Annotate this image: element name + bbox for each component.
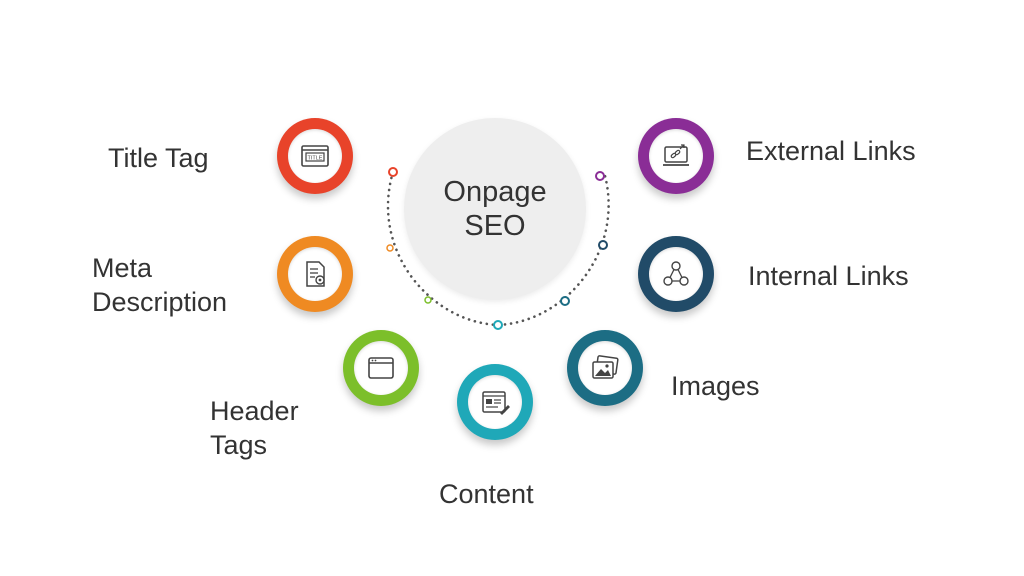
node-meta-description [277, 236, 353, 312]
network-links-icon [663, 261, 689, 286]
label-title-tag: Title Tag [108, 143, 209, 173]
node-external-links [638, 118, 714, 194]
label-images: Images [671, 371, 760, 401]
center-circle: Onpage SEO [404, 118, 586, 300]
node-content [457, 364, 533, 440]
external-link-icon [663, 144, 689, 166]
label-content: Content [439, 479, 534, 509]
image-gallery-icon [592, 355, 619, 379]
label-meta-description: Meta Description [92, 253, 228, 317]
center-title: Onpage SEO [443, 176, 547, 242]
node-images [567, 330, 643, 406]
title-tag-icon: TITLE [301, 145, 329, 167]
label-header-tags: Header Tags [210, 396, 299, 460]
node-internal-links [638, 236, 714, 312]
title-icon-text: TITLE [308, 156, 323, 162]
content-edit-icon [482, 391, 510, 415]
node-header-tags [343, 330, 419, 406]
document-gear-icon [306, 261, 325, 287]
browser-window-icon [368, 357, 394, 379]
label-external-links: External Links [746, 136, 916, 166]
node-title-tag: TITLE [277, 118, 353, 194]
label-internal-links: Internal Links [748, 261, 909, 291]
